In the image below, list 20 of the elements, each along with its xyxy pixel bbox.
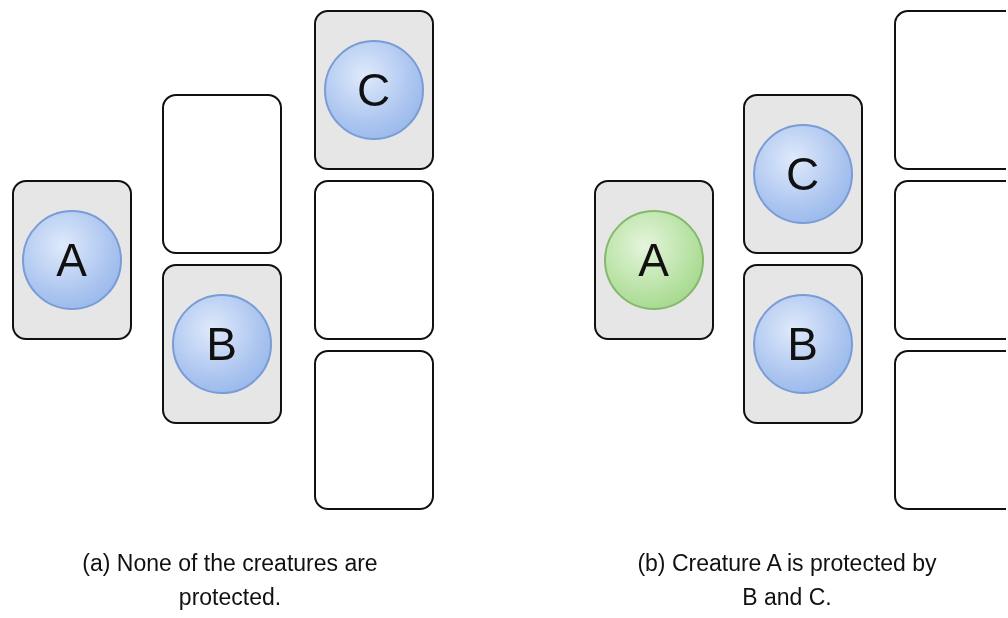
creature-token: B	[171, 293, 272, 394]
occupied-card-slot	[12, 180, 132, 340]
empty-card-slot	[314, 180, 434, 340]
occupied-card-slot	[162, 264, 282, 424]
occupied-card-slot	[743, 94, 863, 254]
occupied-card-slot	[743, 264, 863, 424]
empty-card-slot	[894, 350, 1006, 510]
empty-card-slot	[314, 350, 434, 510]
empty-card-slot	[162, 94, 282, 254]
creature-token: A	[603, 209, 704, 310]
occupied-card-slot	[594, 180, 714, 340]
creature-token: C	[323, 39, 424, 140]
empty-card-slot	[894, 180, 1006, 340]
panel-caption: (b) Creature A is protected by B and C.	[636, 549, 938, 612]
creature-token: A	[21, 209, 122, 310]
panel-caption: (a) None of the creatures are protected.	[81, 549, 379, 612]
creature-token: B	[752, 293, 853, 394]
empty-card-slot	[894, 10, 1006, 170]
creature-token: C	[752, 123, 853, 224]
occupied-card-slot	[314, 10, 434, 170]
